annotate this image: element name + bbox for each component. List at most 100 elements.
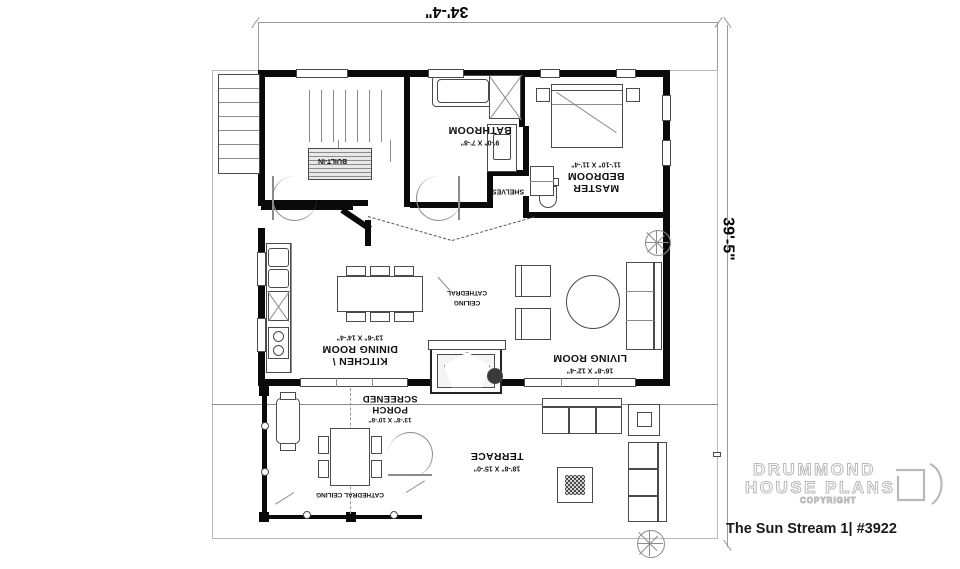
sofa-cushion-divider-2 [626,320,654,321]
stair-tread-5 [219,144,259,145]
stair-riser-c [333,90,334,142]
master-bedroom-label-line1: MASTER [572,182,620,195]
nightstand-left [536,88,550,102]
interior-wall-bedroom-south [523,212,670,218]
right-dimension-line [727,25,728,547]
terrace-sofa-seat-2 [569,407,596,434]
kitchen-dining-label-line1: KITCHEN \ [332,355,388,368]
top-dimension-ext-left [258,22,259,72]
built-in-label: BUILT-IN [318,157,348,164]
stair-riser-d [345,90,346,142]
porch-baluster-s2 [390,511,398,519]
stair-tread-2 [219,102,259,103]
brand-logo: DRUMMOND HOUSE PLANS COPYRIGHT [744,460,945,512]
overall-height-label: 39'-5" [719,217,737,261]
window-west-1 [257,252,266,286]
drummond-d-mark-icon [896,462,943,505]
dining-chair-top-3 [394,266,414,276]
interior-wall-bedroom-west [523,126,529,176]
terrace-sofa-seat-3 [596,407,622,434]
porch-lounge-chair [276,398,300,444]
window-hall-north [296,69,348,78]
stair-direction-arrow-2 [390,140,391,162]
screened-porch-label-line1: SCREENED [362,392,418,404]
staircase [300,90,392,142]
sofa-body [626,262,654,350]
porch-post-nw [259,386,269,396]
stair-riser-e [357,90,358,142]
brand-line-3: COPYRIGHT [800,496,857,506]
dining-table [337,276,423,312]
built-in-hatch-1 [309,152,371,153]
vanity-counter [487,124,517,172]
door-swing-hall-left [272,176,317,221]
window-west-2 [257,318,266,352]
terrace-sofa-right-seat-1 [628,442,658,469]
built-in-hatch-2 [309,156,371,157]
window-north-3 [616,69,636,78]
dining-chair-bottom-3 [394,312,414,322]
fireplace-chase [428,340,506,350]
armchair-1-seat [521,265,551,297]
screened-porch-label-line2: PORCH [372,403,408,415]
built-in-hatch-6 [309,172,371,173]
stair-tread-3 [219,116,259,117]
nightstand-right [626,88,640,102]
slider-kitchen-mullion-1 [336,378,337,387]
bed [551,90,623,148]
porch-baluster-w1 [261,422,269,430]
door-swing-porch [388,432,433,477]
top-dimension-ext-right [717,22,718,72]
exterior-wall-west-lower [258,228,265,386]
interior-wall-bedroom-west-lower [523,196,529,216]
burner-2 [273,345,284,356]
stair-riser-g [381,90,382,142]
exterior-wall-north [258,70,670,77]
terrace-dimensions: 18'-8" X 15'-0" [473,464,521,472]
terrace-sofa-back-top [542,398,622,407]
brand-line-1: DRUMMOND [753,460,876,480]
door-panel-hall-left [272,176,274,220]
stair-riser-b [321,90,322,142]
stair-riser-a [309,90,310,142]
sofa-cushion-divider-1 [626,291,654,292]
window-bedroom-east-2 [662,140,671,166]
terrace-sofa-back-right [658,442,667,522]
bathroom-dimensions: 9'-0" X 7'-8" [460,138,500,146]
window-north-2 [540,69,560,78]
top-dimension-line [258,22,718,23]
interior-wall-kitchen-east [365,220,371,246]
porch-cathedral-ceiling-label: CATHEDRAL CEILING [316,491,385,498]
sofa-back [654,262,662,350]
terrace-sofa-seat-1 [542,407,569,434]
terrace-firepit-gravel [565,475,585,495]
terrace-edge-mark-1 [713,452,721,457]
door-panel-porch [388,474,432,476]
master-bedroom-label-line2: BEDROOM [567,170,625,183]
porch-chair-w1 [318,436,329,454]
built-in-hatch-4 [309,164,371,165]
living-room-label: LIVING ROOM [553,352,627,365]
terrace-side-table-inner [637,412,652,427]
tree-icon-lower [637,530,665,558]
coffee-table-round [566,275,620,329]
window-bedroom-east-1 [662,95,671,121]
bathtub-inner [437,79,489,103]
stair-tread-6 [219,158,259,159]
porch-rail-south [262,515,422,519]
kitchen-dining-dimensions: 13'-6" X 14'-4" [336,333,384,341]
burner-1 [273,331,284,342]
bed-pillow-line [552,104,622,105]
stair-outer-frame [218,74,260,174]
exterior-wall-west [258,70,265,200]
door-panel-bath [458,176,460,220]
plan-title: The Sun Stream 1| #3922 [726,521,897,537]
stair-tread-1 [219,88,259,89]
slider-living-mullion-1 [561,378,562,387]
terrace-edge-top [212,404,718,405]
master-bedroom-dimensions: 11'-10" X 11'-4" [571,160,621,168]
porch-chair-e2 [371,460,382,478]
terrace-sofa-right-seat-3 [628,496,658,522]
terrace-sofa-right-seat-2 [628,469,658,496]
